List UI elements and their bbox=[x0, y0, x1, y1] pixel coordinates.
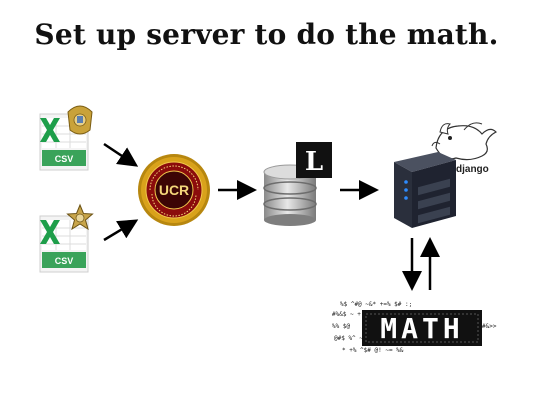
svg-text:%$ ^#@ ~&* +=% $# :;: %$ ^#@ ~&* +=% $# :; bbox=[340, 301, 412, 308]
database: L bbox=[258, 142, 338, 228]
arrow-csv-top-to-ucr bbox=[103, 142, 139, 167]
sheriff-star-icon bbox=[66, 203, 94, 231]
csv-label: CSV bbox=[55, 256, 74, 266]
csv-label: CSV bbox=[55, 154, 74, 164]
svg-text:* +% ^$# @! ~= %&: * +% ^$# @! ~= %& bbox=[342, 347, 404, 354]
svg-text:%% $@: %% $@ bbox=[332, 323, 350, 330]
django-pony-icon bbox=[431, 122, 498, 161]
math-label: MATH bbox=[380, 312, 463, 345]
l-logo-icon: L bbox=[296, 142, 332, 178]
slide-title: Set up server to do the math. bbox=[34, 18, 499, 51]
django-label: django bbox=[456, 164, 489, 175]
police-badge-icon bbox=[67, 105, 93, 135]
ucr-label: UCR bbox=[159, 182, 189, 198]
ucr-seal: UCR bbox=[136, 152, 212, 228]
server: django bbox=[378, 118, 498, 230]
server-tower-icon bbox=[394, 152, 456, 228]
excel-x-icon bbox=[40, 220, 60, 244]
excel-x-icon bbox=[40, 118, 60, 142]
csv-file-top: CSV bbox=[36, 102, 98, 174]
arrow-csv-bottom-to-ucr bbox=[103, 219, 139, 242]
math-graphic: %$ ^#@ ~&* +=% $# :; #%&$ ~ +(=*^ ! #@ |… bbox=[332, 298, 512, 358]
svg-text:L: L bbox=[305, 147, 323, 177]
csv-file-bottom: CSV bbox=[36, 203, 98, 276]
svg-text:#&>>: #&>> bbox=[482, 323, 497, 330]
